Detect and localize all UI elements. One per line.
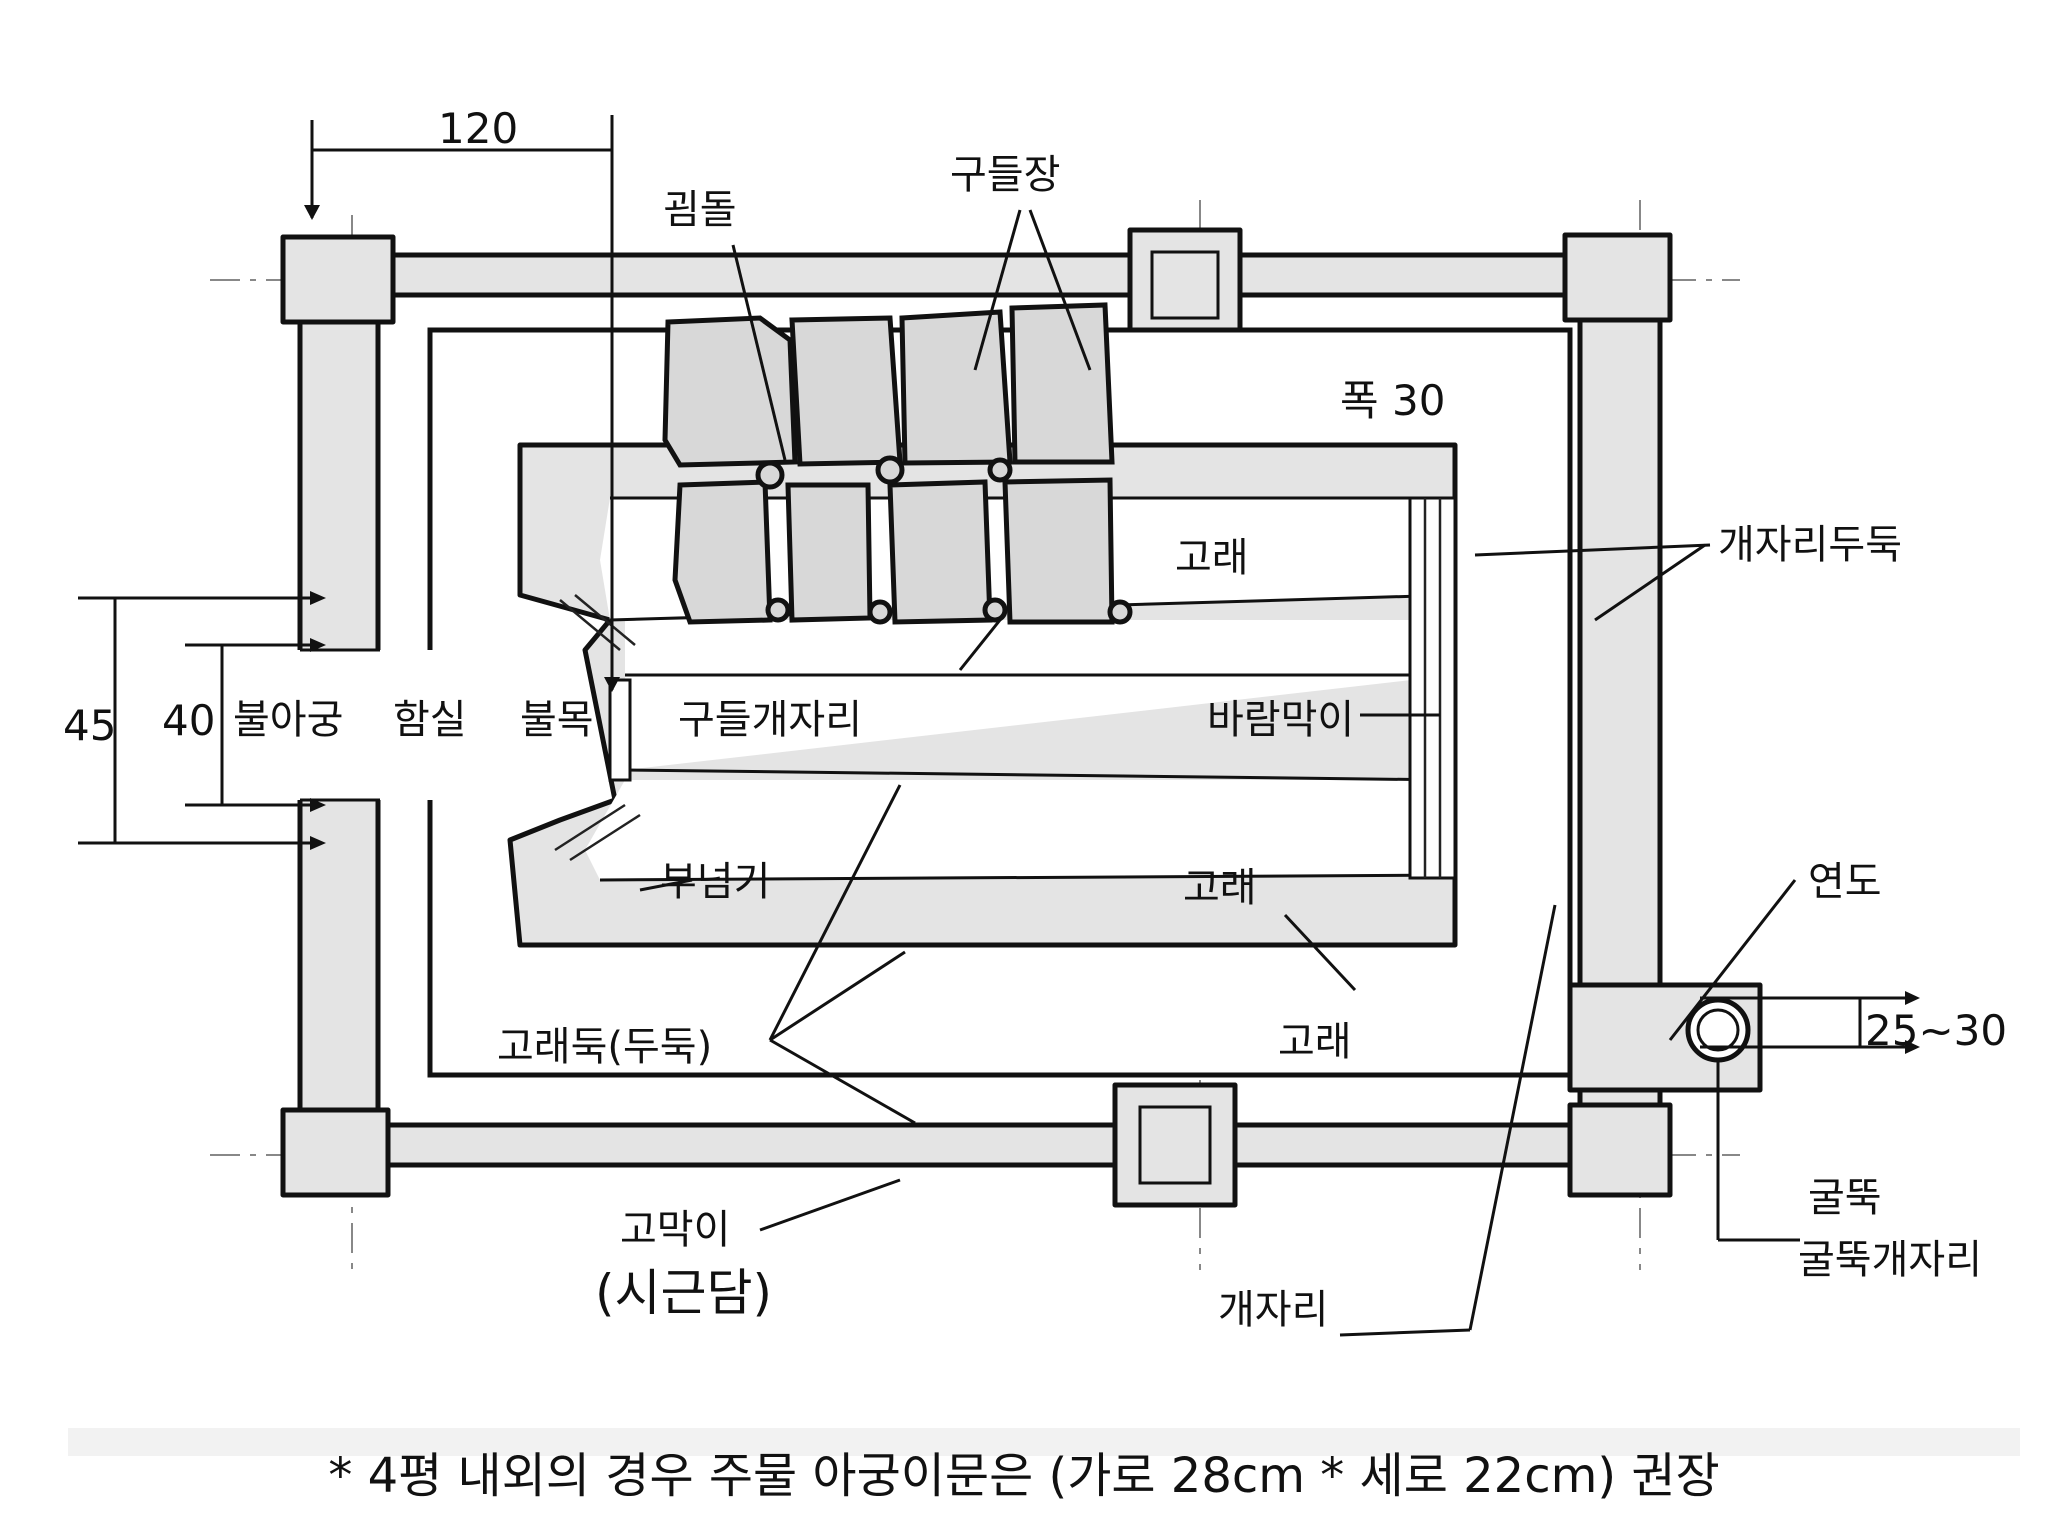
opening-inner-dimension: 40 [162, 696, 216, 745]
wall-pillars [280, 227, 1673, 1208]
label-gomagi: 고막이 [620, 1207, 731, 1253]
label-gaejari: 개자리 [1218, 1287, 1329, 1333]
label-goimdol: 굄돌 [663, 187, 737, 233]
label-bul-agung: 불아궁 [233, 697, 344, 743]
top-width-dimension: 120 [438, 104, 519, 153]
dimension-lines [78, 115, 1920, 1054]
gudeuljang-stones [662, 302, 1133, 625]
label-gorae-top: 고래 [1175, 535, 1249, 581]
leader-lines [639, 209, 1800, 1337]
flue-size-dimension: 25~30 [1865, 1006, 2008, 1055]
opening-outer-dimension: 45 [63, 701, 117, 750]
footnote-background [68, 1428, 2020, 1456]
footnote: * 4평 내외의 경우 주물 아궁이문은 (가로 28cm * 세로 22cm)… [328, 1448, 1720, 1504]
label-bulmok: 불목 [520, 697, 594, 743]
label-gorae-mid: 고래 [1183, 865, 1257, 911]
label-gaejari-duduk: 개자리두둑 [1718, 522, 1902, 568]
label-gudeuljang: 구들장 [950, 152, 1061, 198]
label-gorae-bottom: 고래 [1278, 1019, 1352, 1065]
label-gudeul-gaejari: 구들개자리 [678, 697, 862, 743]
label-bunumgi: 부넘기 [660, 859, 771, 905]
label-gorae-duk: 고래둑(두둑) [497, 1024, 713, 1070]
label-sigeundam: (시근담) [595, 1264, 773, 1322]
ridge-width-dimension: 폭 30 [1340, 376, 1446, 425]
label-gulttuk-gaejari: 굴뚝개자리 [1798, 1237, 1982, 1283]
label-barammagi: 바람막이 [1207, 697, 1355, 743]
label-gulttuk: 굴뚝 [1808, 1175, 1882, 1221]
label-yeondo: 연도 [1808, 859, 1882, 905]
flue-connection [1567, 982, 1763, 1093]
firebox-opening [290, 650, 470, 800]
label-hamsil: 함실 [393, 697, 467, 743]
